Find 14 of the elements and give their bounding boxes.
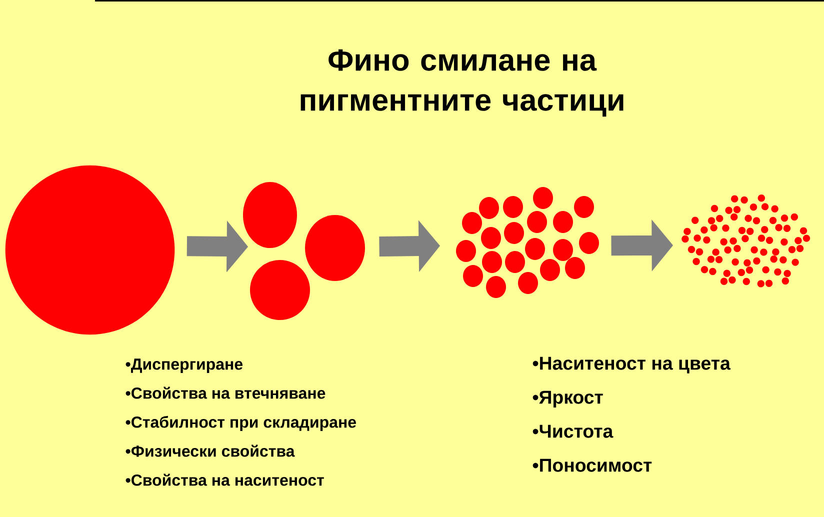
bullet-item: •Яркост xyxy=(532,390,603,408)
bullet-item: •Поносимост xyxy=(532,458,652,472)
particle-cluster xyxy=(243,182,365,320)
bullet-item: •Свойства на наситеност xyxy=(126,474,324,486)
bullet-item: •Свойства на втечняване xyxy=(126,386,326,399)
bullet-item: •Стабилност при складиране xyxy=(126,416,356,431)
particle-cluster xyxy=(682,194,810,288)
large-circle xyxy=(5,165,175,335)
bullet-item: •Наситеност на цвета xyxy=(532,356,731,374)
bullet-item: •Диспергиране xyxy=(126,358,243,373)
title: Фино смилане на пигментните частици xyxy=(300,49,624,117)
bullet-item: •Физически свойства xyxy=(126,444,295,457)
bullet-item: •Чистота xyxy=(532,424,614,438)
particle-cluster xyxy=(456,187,599,298)
